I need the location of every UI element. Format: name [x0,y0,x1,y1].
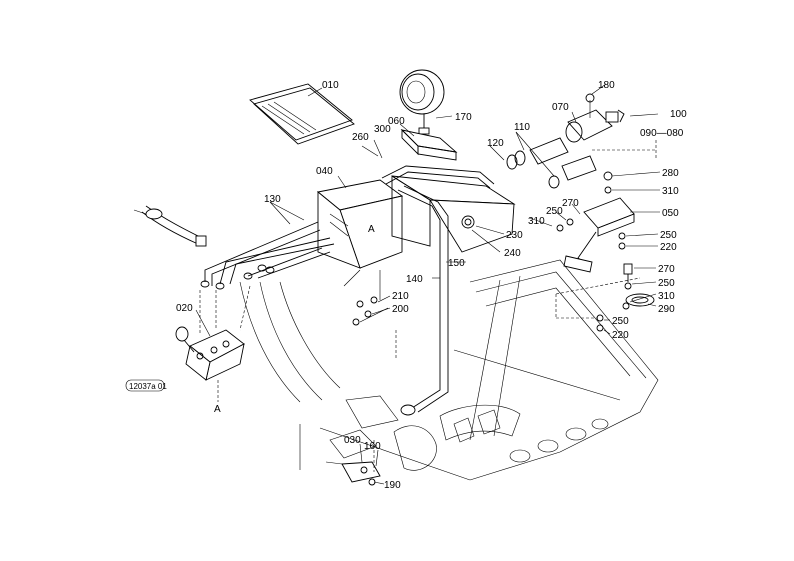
part-label-280: 280 [662,168,679,179]
part-label-100: 100 [670,109,687,120]
leader-lines [195,83,661,485]
part-label-240: 240 [504,248,521,259]
part-label-110: 110 [514,122,530,133]
part-label-060: 060 [388,116,405,127]
section-marker-a-top: A [368,224,375,235]
part-label-130: 130 [264,194,281,205]
part-label-270b: 270 [658,264,675,275]
tractor-body-outline [239,259,659,481]
part-label-220a: 220 [660,242,677,253]
drawing-code: 12037a 01 [129,382,167,391]
bracket-050-illustration [556,171,635,273]
part-label-310a: 310 [662,186,679,197]
part-label-310c: 310 [658,291,675,302]
hydraulic-hose-illustration [133,205,207,247]
part-label-070: 070 [552,102,569,113]
part-label-040: 040 [316,166,333,177]
mount-block-illustration [400,128,458,161]
part-label-270a: 270 [562,198,579,209]
part-label-250c: 250 [658,278,675,289]
part-label-020: 020 [176,303,193,314]
part-label-260: 260 [352,132,369,143]
part-label-180: 180 [598,80,615,91]
part-label-190: 190 [384,480,401,491]
part-label-200: 200 [392,304,409,315]
part-label-030: 030 [344,435,361,446]
bolts-200-210-illustration [352,296,378,326]
part-label-220b: 220 [612,330,629,341]
part-label-150: 150 [448,258,465,269]
part-label-290: 290 [658,304,675,315]
part-label-250a: 250 [546,206,563,217]
pressure-gauge-illustration [399,69,445,135]
part-labels: 010 020 030 040 050 060 070 090—080 100 … [176,80,687,491]
hydraulic-housing-illustration [391,175,516,253]
part-label-310b: 310 [528,216,545,227]
part-label-090-080: 090—080 [640,128,684,139]
part-label-250d: 250 [612,316,629,327]
control-valve-illustration [175,326,245,381]
part-label-120: 120 [487,138,504,149]
part-label-170: 170 [455,112,472,123]
pipes-130-illustration [200,221,335,290]
section-marker-a-bottom: A [214,404,221,415]
bracket-box-illustration [316,179,404,269]
manual-book-illustration [249,83,355,145]
part-label-010: 010 [322,80,339,91]
part-label-210: 210 [392,291,409,302]
pipes-140-150-illustration [381,165,495,416]
part-label-050: 050 [662,208,679,219]
coupler-070-illustration [565,93,625,143]
part-label-250b: 250 [660,230,677,241]
part-label-140: 140 [406,274,423,285]
part-label-230: 230 [506,230,523,241]
fittings-110-120-illustration [506,137,597,189]
part-label-300: 300 [374,124,391,135]
drawing-code-badge: 12037a 01 [125,379,167,392]
lever-link-illustration [325,461,381,486]
part-label-160: 160 [364,441,381,452]
